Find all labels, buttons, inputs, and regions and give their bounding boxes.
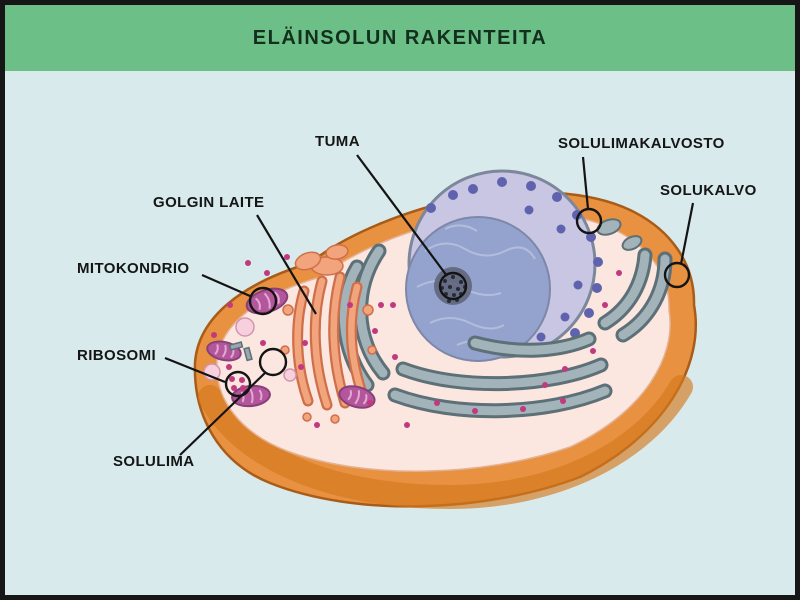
endoplasmic-reticulum — [336, 218, 673, 419]
pointer-golgin-laite — [256, 214, 317, 315]
nucleoplasm — [405, 216, 551, 362]
title-bar: ELÄINSOLUN RAKENTEITA — [5, 5, 795, 71]
label-ribosomi: RIBOSOMI — [77, 347, 157, 364]
label-solulima: SOLULIMA — [113, 453, 195, 470]
golgi-apparatus — [280, 244, 377, 424]
label-solukalvo: SOLUKALVO — [660, 182, 757, 199]
pointer-mitokondrio — [201, 273, 251, 298]
cell-diagram — [164, 154, 697, 510]
vesicle — [596, 218, 622, 236]
label-mitokondrio: MITOKONDRIO — [77, 260, 190, 277]
marker-mitokondrio — [248, 286, 278, 316]
pointer-solukalvo — [679, 202, 695, 265]
pointer-solulima — [179, 371, 267, 456]
marker-solukalvo — [663, 261, 691, 289]
label-solulimakalvosto: SOLULIMAKALVOSTO — [558, 135, 725, 152]
pointer-ribosomi — [164, 356, 226, 384]
lysosome — [235, 317, 255, 337]
label-golgin-laite: GOLGIN LAITE — [153, 194, 265, 211]
marker-solulima — [258, 347, 288, 377]
label-tuma: TUMA — [315, 133, 360, 150]
figure-title: ELÄINSOLUN RAKENTEITA — [252, 26, 548, 49]
pointer-solulimakalvosto — [581, 156, 590, 210]
vesicle — [621, 235, 643, 251]
membrane-shading — [198, 375, 693, 510]
ribosome-dots — [211, 254, 622, 428]
marker-tuma — [438, 271, 468, 301]
mitochondrion — [338, 385, 376, 409]
marker-ribosomi — [224, 370, 252, 398]
marker-solulimakalvosto — [575, 207, 603, 235]
nucleus — [405, 169, 603, 362]
lysosome — [283, 368, 297, 382]
centriole — [228, 341, 253, 362]
pointer-tuma — [356, 154, 448, 277]
